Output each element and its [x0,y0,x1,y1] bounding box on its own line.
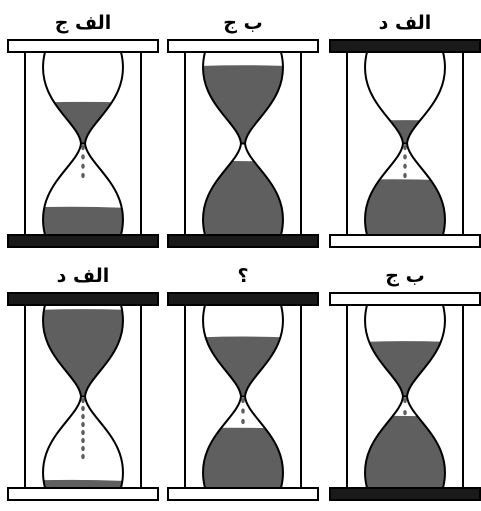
bottom-plate [167,234,319,248]
sand-grain [81,144,85,151]
top-plate [7,292,159,306]
upper-sand [365,341,445,397]
hourglass-1 [7,39,159,248]
hourglass-6 [329,292,481,501]
lower-sand [43,479,123,488]
top-plate [7,39,159,53]
sand-grain [81,397,85,404]
sand-grain [81,163,85,169]
sand-grain [81,405,85,412]
upper-sand [203,65,283,144]
top-plate [167,39,319,53]
hourglass-4-label: الف د [57,265,110,287]
upper-sand [43,101,123,144]
bottom-plate [329,234,481,248]
sand-grain [81,172,85,179]
sand-grain [403,154,407,160]
hourglass-1-label: الف ج [55,12,112,34]
lower-sand [365,179,445,235]
sand-grain [403,410,407,416]
top-plate [167,292,319,306]
hourglass-4 [7,292,159,501]
hourglass-2 [167,39,319,248]
hourglass-6-label: ب ج [385,265,424,287]
lower-sand [203,427,283,488]
bottom-plate [329,487,481,501]
sand-grain [81,453,85,460]
bottom-plate [167,487,319,501]
upper-bulb [43,52,123,144]
sand-grain [403,397,407,404]
hourglass-2-label: ب ج [223,12,262,34]
sand-grain [241,397,245,404]
sand-grain [81,413,85,420]
lower-sand [365,415,445,488]
sand-grain [81,437,85,444]
sand-grain [403,172,407,179]
top-plate [329,292,481,306]
sand-grain [81,421,85,428]
upper-bulb [365,52,445,144]
sand-grain [241,408,245,414]
upper-sand [365,120,445,144]
lower-sand [43,206,123,235]
sand-grain [81,429,85,436]
lower-sand [203,161,283,235]
upper-sand [203,336,283,397]
sand-grain [403,144,407,151]
sand-grain [241,418,245,425]
upper-sand [43,309,123,397]
top-plate [329,39,481,53]
bottom-plate [7,234,159,248]
sand-grain [403,163,407,169]
hourglass-5-question [167,292,319,501]
hourglass-5-label: ؟ [237,265,248,287]
sand-grain [81,445,85,452]
bottom-plate [7,487,159,501]
hourglass-3 [329,39,481,248]
sand-grain [81,154,85,160]
hourglass-3-label: الف د [379,12,432,34]
